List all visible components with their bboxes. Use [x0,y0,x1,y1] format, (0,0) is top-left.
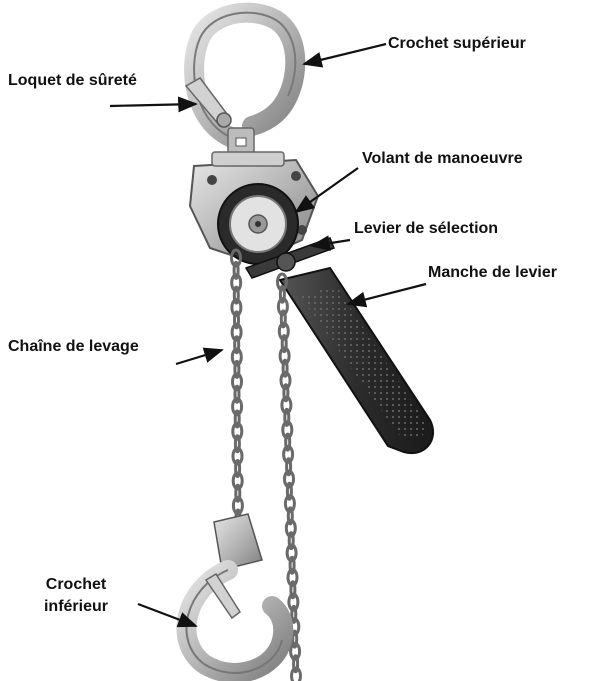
arrow-lever-handle [348,284,426,304]
label-selector-lever: Levier de sélection [354,218,498,240]
arrow-lift-chain [176,350,222,364]
lower-hook [186,514,283,673]
label-lift-chain: Chaîne de levage [8,336,139,358]
label-lever-handle: Manche de levier [428,262,557,284]
label-upper-hook: Crochet supérieur [388,33,526,55]
label-lower-hook-line1: Crochet [46,576,106,593]
handwheel [218,184,298,264]
label-lower-hook-line2: inférieur [44,598,108,615]
arrow-safety-latch [110,104,196,106]
upper-hook [194,13,295,158]
label-lower-hook: Crochet inférieur [30,574,122,618]
lift-chain-left [232,250,243,526]
lever-handle [280,268,433,453]
arrow-upper-hook [304,44,386,64]
label-safety-latch: Loquet de sûreté [8,70,137,92]
callout-arrows [110,44,426,626]
label-handwheel: Volant de manoeuvre [362,148,523,170]
